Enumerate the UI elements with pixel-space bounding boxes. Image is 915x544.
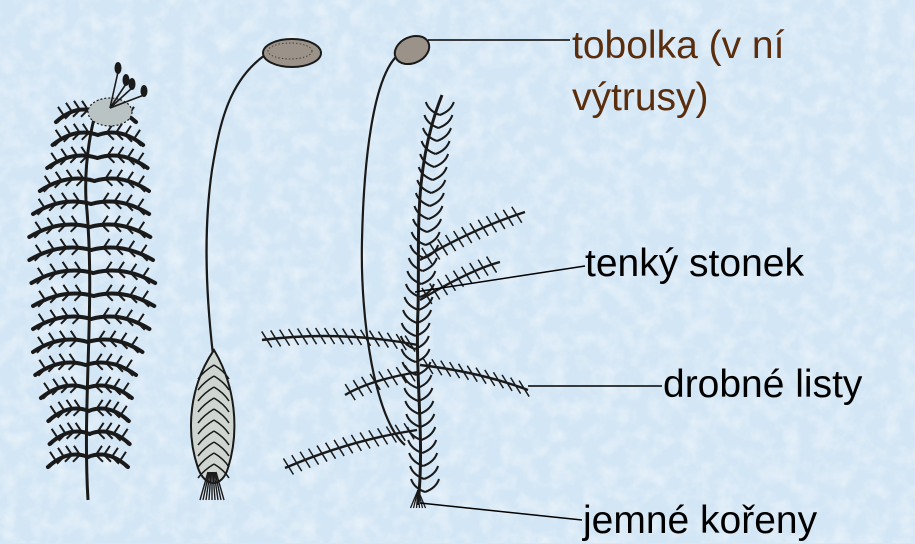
right-branch-leaflet	[470, 263, 480, 279]
left-shoot-leaflet	[138, 199, 145, 215]
left-shoot-leaflet	[121, 406, 128, 422]
left-shoot-leaflet	[38, 360, 45, 376]
right-branch-leaflet	[486, 216, 496, 232]
left-shoot-leaflet	[128, 149, 135, 165]
left-shoot-leaflet	[141, 245, 148, 261]
middle-leafy-base	[191, 350, 234, 483]
right-branch-leaflet	[446, 235, 456, 251]
left-shoot-leaflet	[138, 176, 145, 192]
left-shoot-leaflet	[57, 448, 64, 464]
moss-shoot-right	[262, 31, 529, 508]
left-shoot-leaflet	[126, 360, 133, 376]
left-shoot-leaflet	[113, 402, 120, 418]
left-shoot-leaflet	[38, 199, 45, 215]
left-shoot-leaflet	[138, 314, 145, 330]
left-shoot-leaflet	[116, 356, 123, 372]
left-shoot-leaflet	[65, 103, 72, 119]
left-shoot-leaflet	[64, 126, 71, 142]
right-branch-leaflet	[454, 231, 464, 247]
right-stem-leaf	[409, 258, 437, 271]
left-shoot-leaflet	[37, 337, 44, 353]
left-shoot-leaflet	[131, 337, 138, 353]
right-branch-leaflet	[495, 213, 505, 229]
right-branch-leaflet	[438, 239, 448, 255]
left-shoot-leaflet	[112, 448, 119, 464]
right-stem-leaf	[411, 479, 439, 492]
right-branch-leaflet	[353, 380, 363, 396]
left-shoot-leaflet	[34, 222, 41, 238]
right-branch-leaflet	[462, 227, 472, 243]
right-stem-leaf	[407, 271, 435, 284]
left-shoot-leaflet	[44, 176, 51, 192]
stem-label: tenký stonek	[585, 241, 804, 287]
left-shoot-leaflet	[138, 153, 145, 169]
left-shoot-leaflet	[50, 153, 57, 169]
left-shoot-leaflet	[60, 149, 67, 165]
left-shoot-leaflet	[43, 383, 50, 399]
left-shoot-leaflet	[35, 245, 42, 261]
left-shoot-leaflet	[114, 425, 121, 441]
left-shoot-leaflet	[37, 268, 44, 284]
right-capsule	[390, 31, 434, 70]
right-stem-leaf	[410, 466, 438, 479]
right-branch-leaflet	[462, 267, 472, 283]
stem-leader-line	[415, 266, 585, 292]
left-shoot-leaflet	[122, 429, 129, 445]
left-shoot-leaflet	[38, 314, 45, 330]
roots-label: jemné kořeny	[583, 498, 817, 544]
left-shoot-leaflet	[114, 379, 121, 395]
right-branch-leaflet	[300, 452, 310, 468]
left-shoot-leaflet	[49, 452, 56, 468]
left-shoot-stalk-tip	[141, 85, 148, 97]
right-stem-leaf	[402, 323, 430, 336]
middle-seta	[206, 55, 265, 355]
moss-shoot-left	[29, 62, 155, 500]
right-branch-leaflet	[345, 384, 355, 400]
roots-leader-line	[420, 503, 582, 520]
left-shoot-leaflet	[57, 402, 64, 418]
left-shoot-leaflet	[125, 126, 132, 142]
right-stem-leaf	[408, 440, 436, 453]
capsule-label: tobolka (v ní výtrusy)	[572, 20, 784, 124]
left-shoot-leaflet	[48, 356, 55, 372]
left-shoot-stalk-tip	[115, 62, 122, 74]
right-branch-leaflet	[478, 220, 488, 236]
left-shoot-leaflet	[51, 429, 58, 445]
middle-capsule	[263, 39, 321, 67]
right-branch-leaflet	[478, 260, 488, 276]
left-shoot-leaflet	[38, 291, 45, 307]
left-shoot-stalk-tip	[123, 74, 130, 86]
left-shoot-leaflet	[138, 222, 145, 238]
left-shoot-stem	[86, 100, 100, 500]
right-stem-leaf	[409, 453, 437, 466]
left-shoot-leaflet	[57, 107, 64, 123]
left-shoot-stalk-tip	[129, 78, 136, 90]
right-branch-leaflet	[430, 283, 440, 299]
right-branch-leaflet	[470, 223, 480, 239]
left-shoot-leaflet	[123, 383, 130, 399]
right-stem-leaf	[424, 115, 452, 128]
left-shoot-leaflet	[59, 425, 66, 441]
left-shoot-leaflet	[52, 379, 59, 395]
right-branch-leaflet	[445, 275, 455, 291]
right-branch-leaflet	[292, 455, 302, 471]
left-shoot-leaflet	[142, 291, 149, 307]
right-stem-leaf	[412, 232, 440, 245]
left-shoot-leaflet	[134, 130, 141, 146]
leaves-label: drobné listy	[663, 362, 862, 408]
left-shoot-leaflet	[55, 130, 62, 146]
sporophyte-middle	[191, 39, 321, 500]
capsule-label-line2: výtrusy)	[572, 72, 784, 124]
right-branch-leaflet	[283, 459, 293, 475]
capsule-label-line1: tobolka (v ní	[572, 20, 784, 72]
left-shoot-leaflet	[143, 268, 150, 284]
left-shoot-leaflet	[49, 406, 56, 422]
left-shoot-leaflet	[120, 452, 127, 468]
